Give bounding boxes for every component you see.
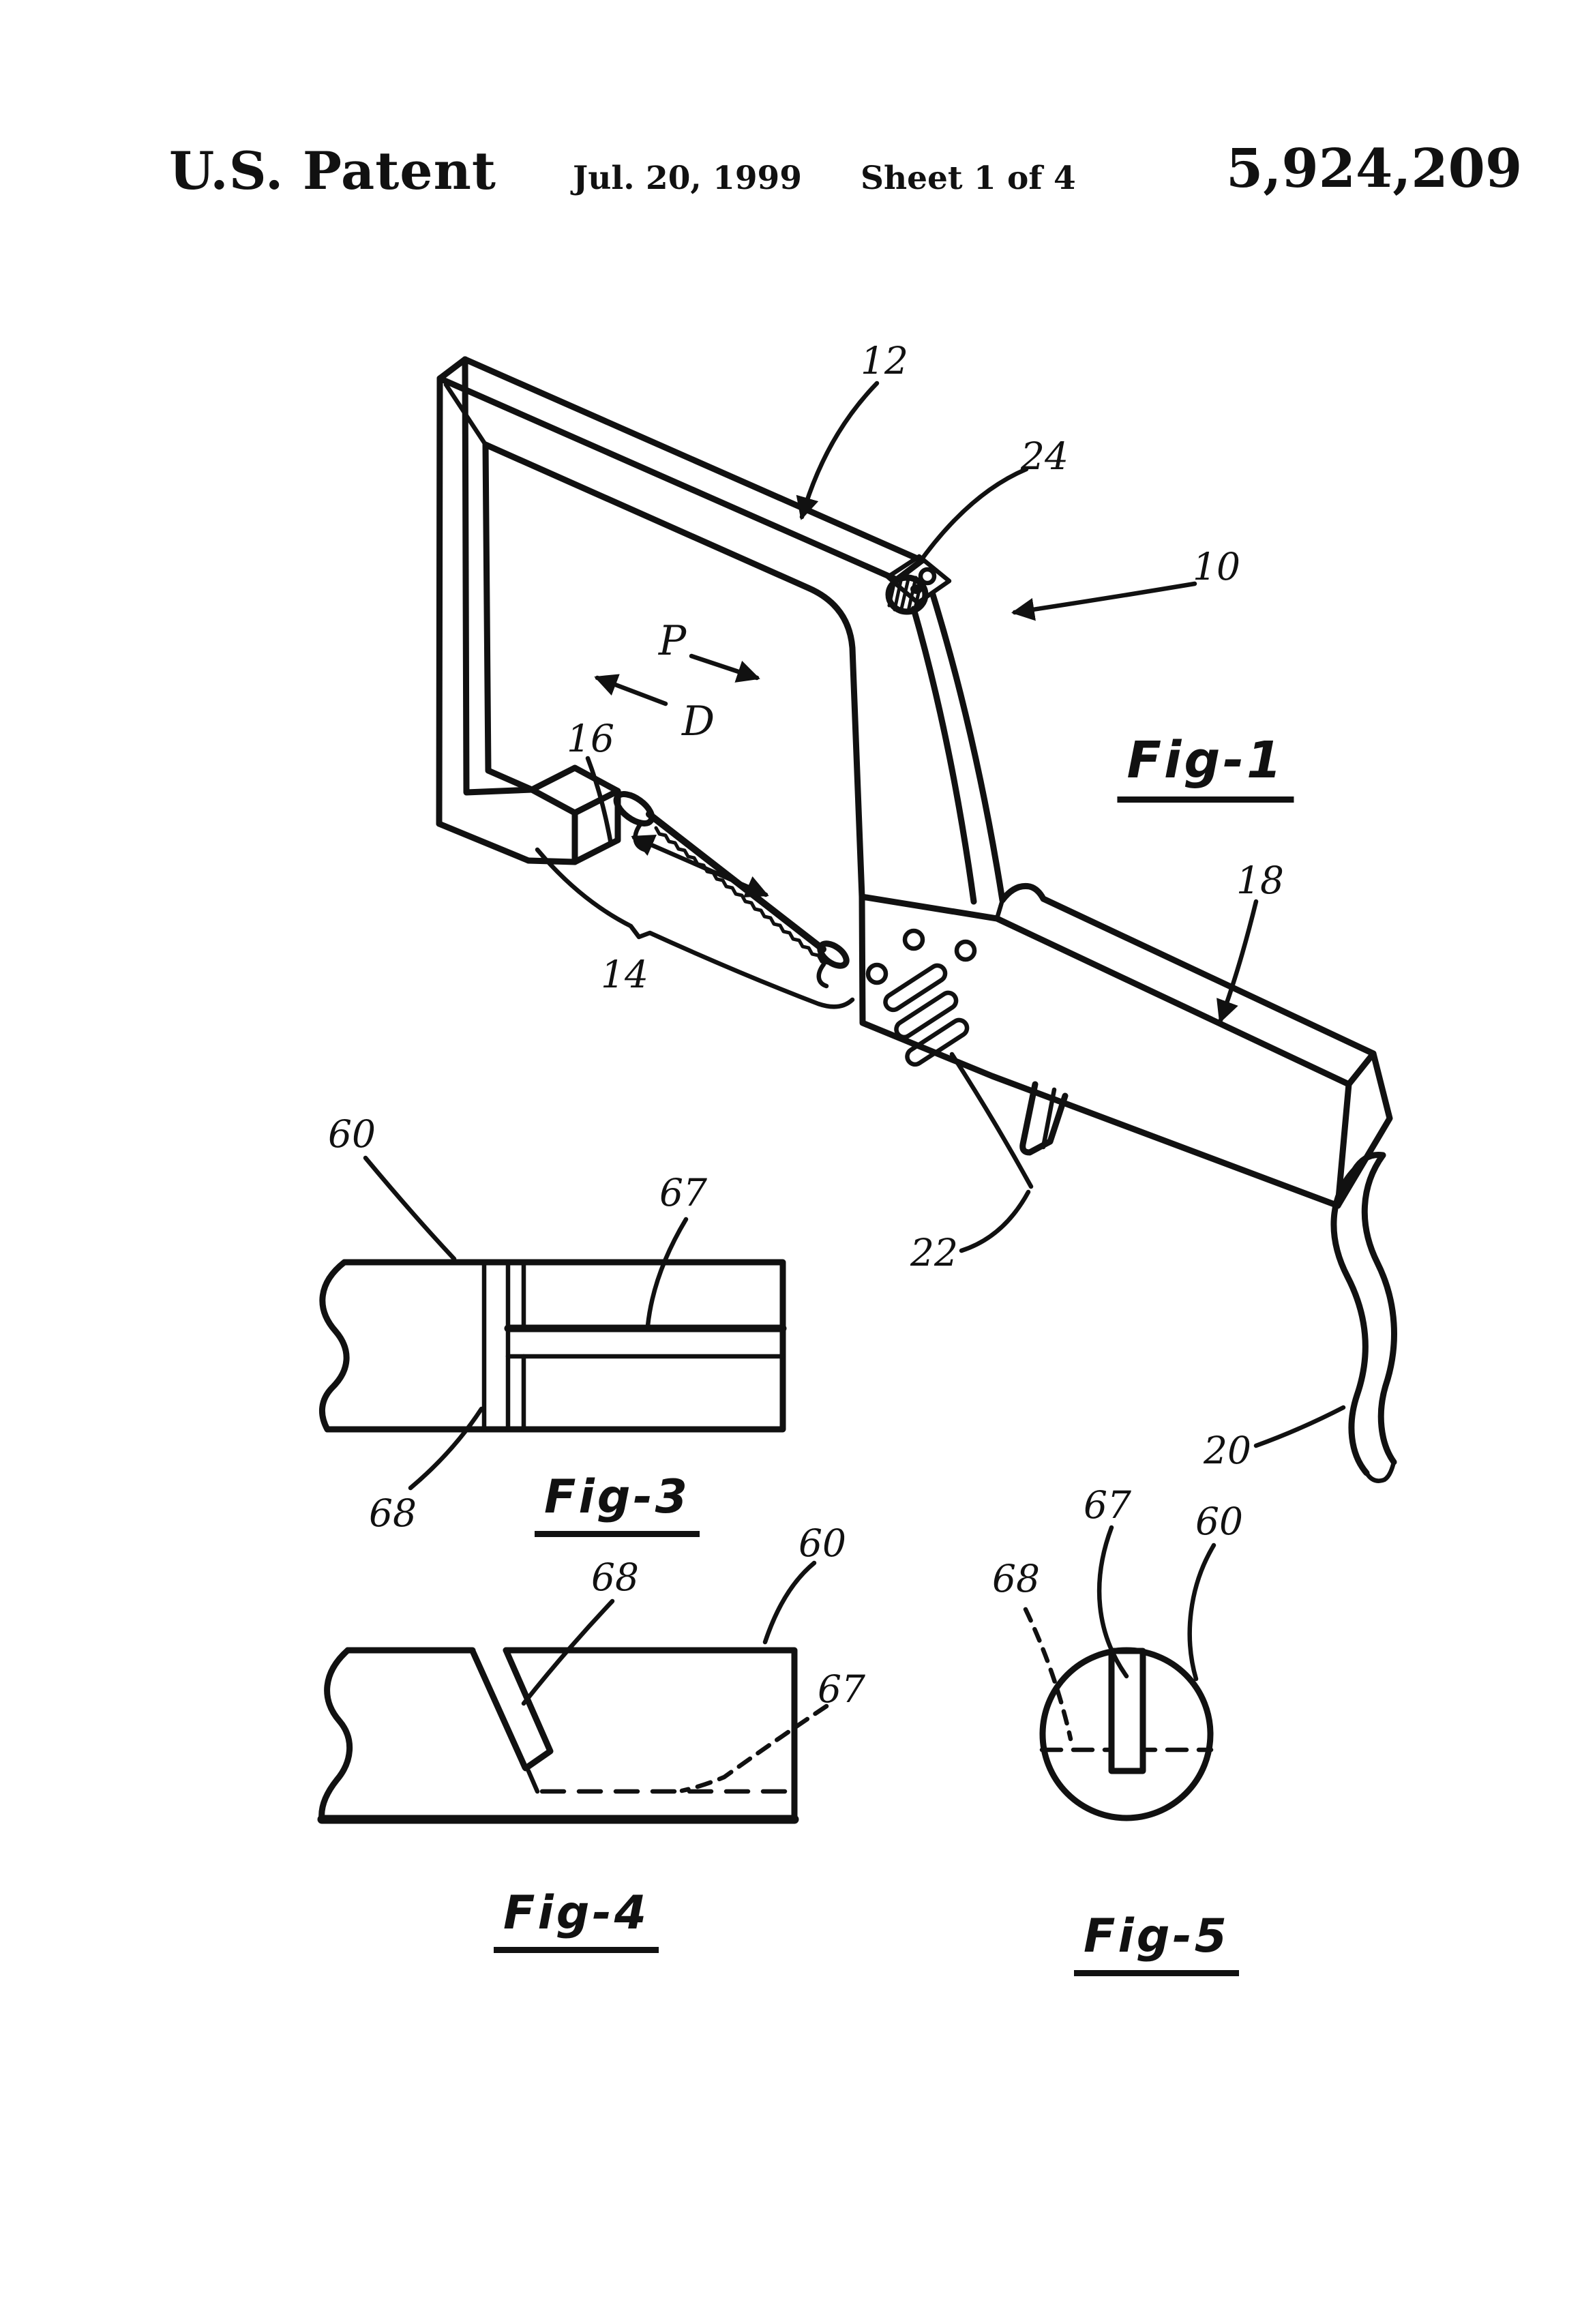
saw-neck [910, 591, 1006, 905]
ref-67-label: 67 [659, 1171, 707, 1215]
blade-clamp-right [816, 940, 850, 989]
leader-68 [408, 1406, 484, 1491]
ref-22-label: 22 [910, 1231, 958, 1275]
break-line [318, 1259, 350, 1433]
leader-22 [959, 1189, 1031, 1253]
fig5-caption: Fig-5 [1074, 1909, 1239, 1976]
leader-18 [1217, 899, 1259, 1024]
leader-68 [1023, 1607, 1073, 1742]
ref-68-label: 68 [591, 1555, 639, 1599]
ref-20-label: 20 [1203, 1429, 1251, 1472]
leader-16 [585, 756, 614, 847]
leader-67 [679, 1703, 829, 1793]
ref-14-label: 14 [601, 953, 648, 996]
ref-12-label: 12 [861, 339, 908, 383]
header-patent-number: 5,924,209 [1226, 138, 1523, 200]
push-direction-label: P [658, 617, 687, 665]
fig5-leaders [1096, 1525, 1217, 1682]
leader-10 [1011, 581, 1197, 621]
guide-bar-side [317, 1647, 799, 1824]
fig4-drawing: 68 60 67 [317, 1521, 865, 1824]
leader-60 [762, 1560, 817, 1645]
tension-knob [885, 554, 952, 615]
fig3-caption: Fig-3 [535, 1470, 700, 1537]
header-date: Jul. 20, 1999 [573, 160, 802, 197]
ref-67-label: 67 [818, 1667, 865, 1711]
push-arrow [689, 653, 760, 683]
fig4-caption: Fig-4 [494, 1886, 659, 1953]
fig3-drawing: 60 67 68 [318, 1112, 787, 1535]
leader-60 [363, 1155, 457, 1262]
saw-blade [646, 811, 830, 965]
motor-housing [859, 882, 1393, 1209]
leader-60 [1187, 1543, 1217, 1682]
ref-24-label: 24 [1020, 434, 1069, 478]
fig3-leaders [363, 1155, 689, 1491]
kerf-slot-left-wall [469, 1648, 528, 1771]
stroke-direction-arrow [631, 834, 769, 898]
ref-68-label: 68 [369, 1491, 417, 1535]
kerf-slot-right-wall [503, 1647, 554, 1772]
leader-67 [645, 1217, 689, 1328]
ref-18-label: 18 [1236, 859, 1284, 902]
fig4-leaders [521, 1560, 829, 1793]
trigger [949, 1052, 1069, 1189]
ref-16-label: 16 [567, 717, 614, 760]
blade-teeth [654, 826, 830, 965]
draw-direction-label: D [681, 698, 715, 745]
fig1-leaders [535, 381, 1346, 1448]
header-title: U.S. Patent [169, 140, 497, 201]
ref-60-label: 60 [328, 1112, 376, 1156]
motion-arrows [594, 653, 769, 898]
vent-slots [883, 963, 970, 1067]
guide-bar-section [318, 1259, 787, 1433]
draw-arrow [594, 674, 668, 706]
leader-24 [915, 466, 1029, 567]
leader-20 [1253, 1405, 1346, 1448]
leader-12 [796, 381, 880, 520]
ref-60-label: 60 [799, 1521, 846, 1565]
ref-60-label: 60 [1195, 1500, 1243, 1543]
break-line [318, 1647, 353, 1823]
housing-screw-hole [954, 939, 977, 962]
power-cord [1330, 1151, 1397, 1483]
leader-68 [521, 1598, 615, 1706]
ref-68-label: 68 [992, 1557, 1040, 1600]
header-sheet-number: Sheet 1 of 4 [861, 160, 1076, 197]
fig1-drawing: 12 24 10 16 14 18 22 20 P D [436, 339, 1397, 1483]
ref-10-label: 10 [1193, 545, 1240, 589]
housing-screw-hole [865, 962, 889, 985]
leader-67 [1096, 1525, 1129, 1679]
housing-screw-hole [902, 928, 925, 951]
fig1-caption: Fig-1 [1117, 731, 1294, 803]
ref-67-label: 67 [1084, 1483, 1131, 1527]
blade-slot [1108, 1648, 1146, 1774]
fig5-drawing: 67 60 68 [992, 1483, 1243, 1821]
saw-frame [436, 356, 925, 900]
leader-14 [535, 847, 855, 1009]
